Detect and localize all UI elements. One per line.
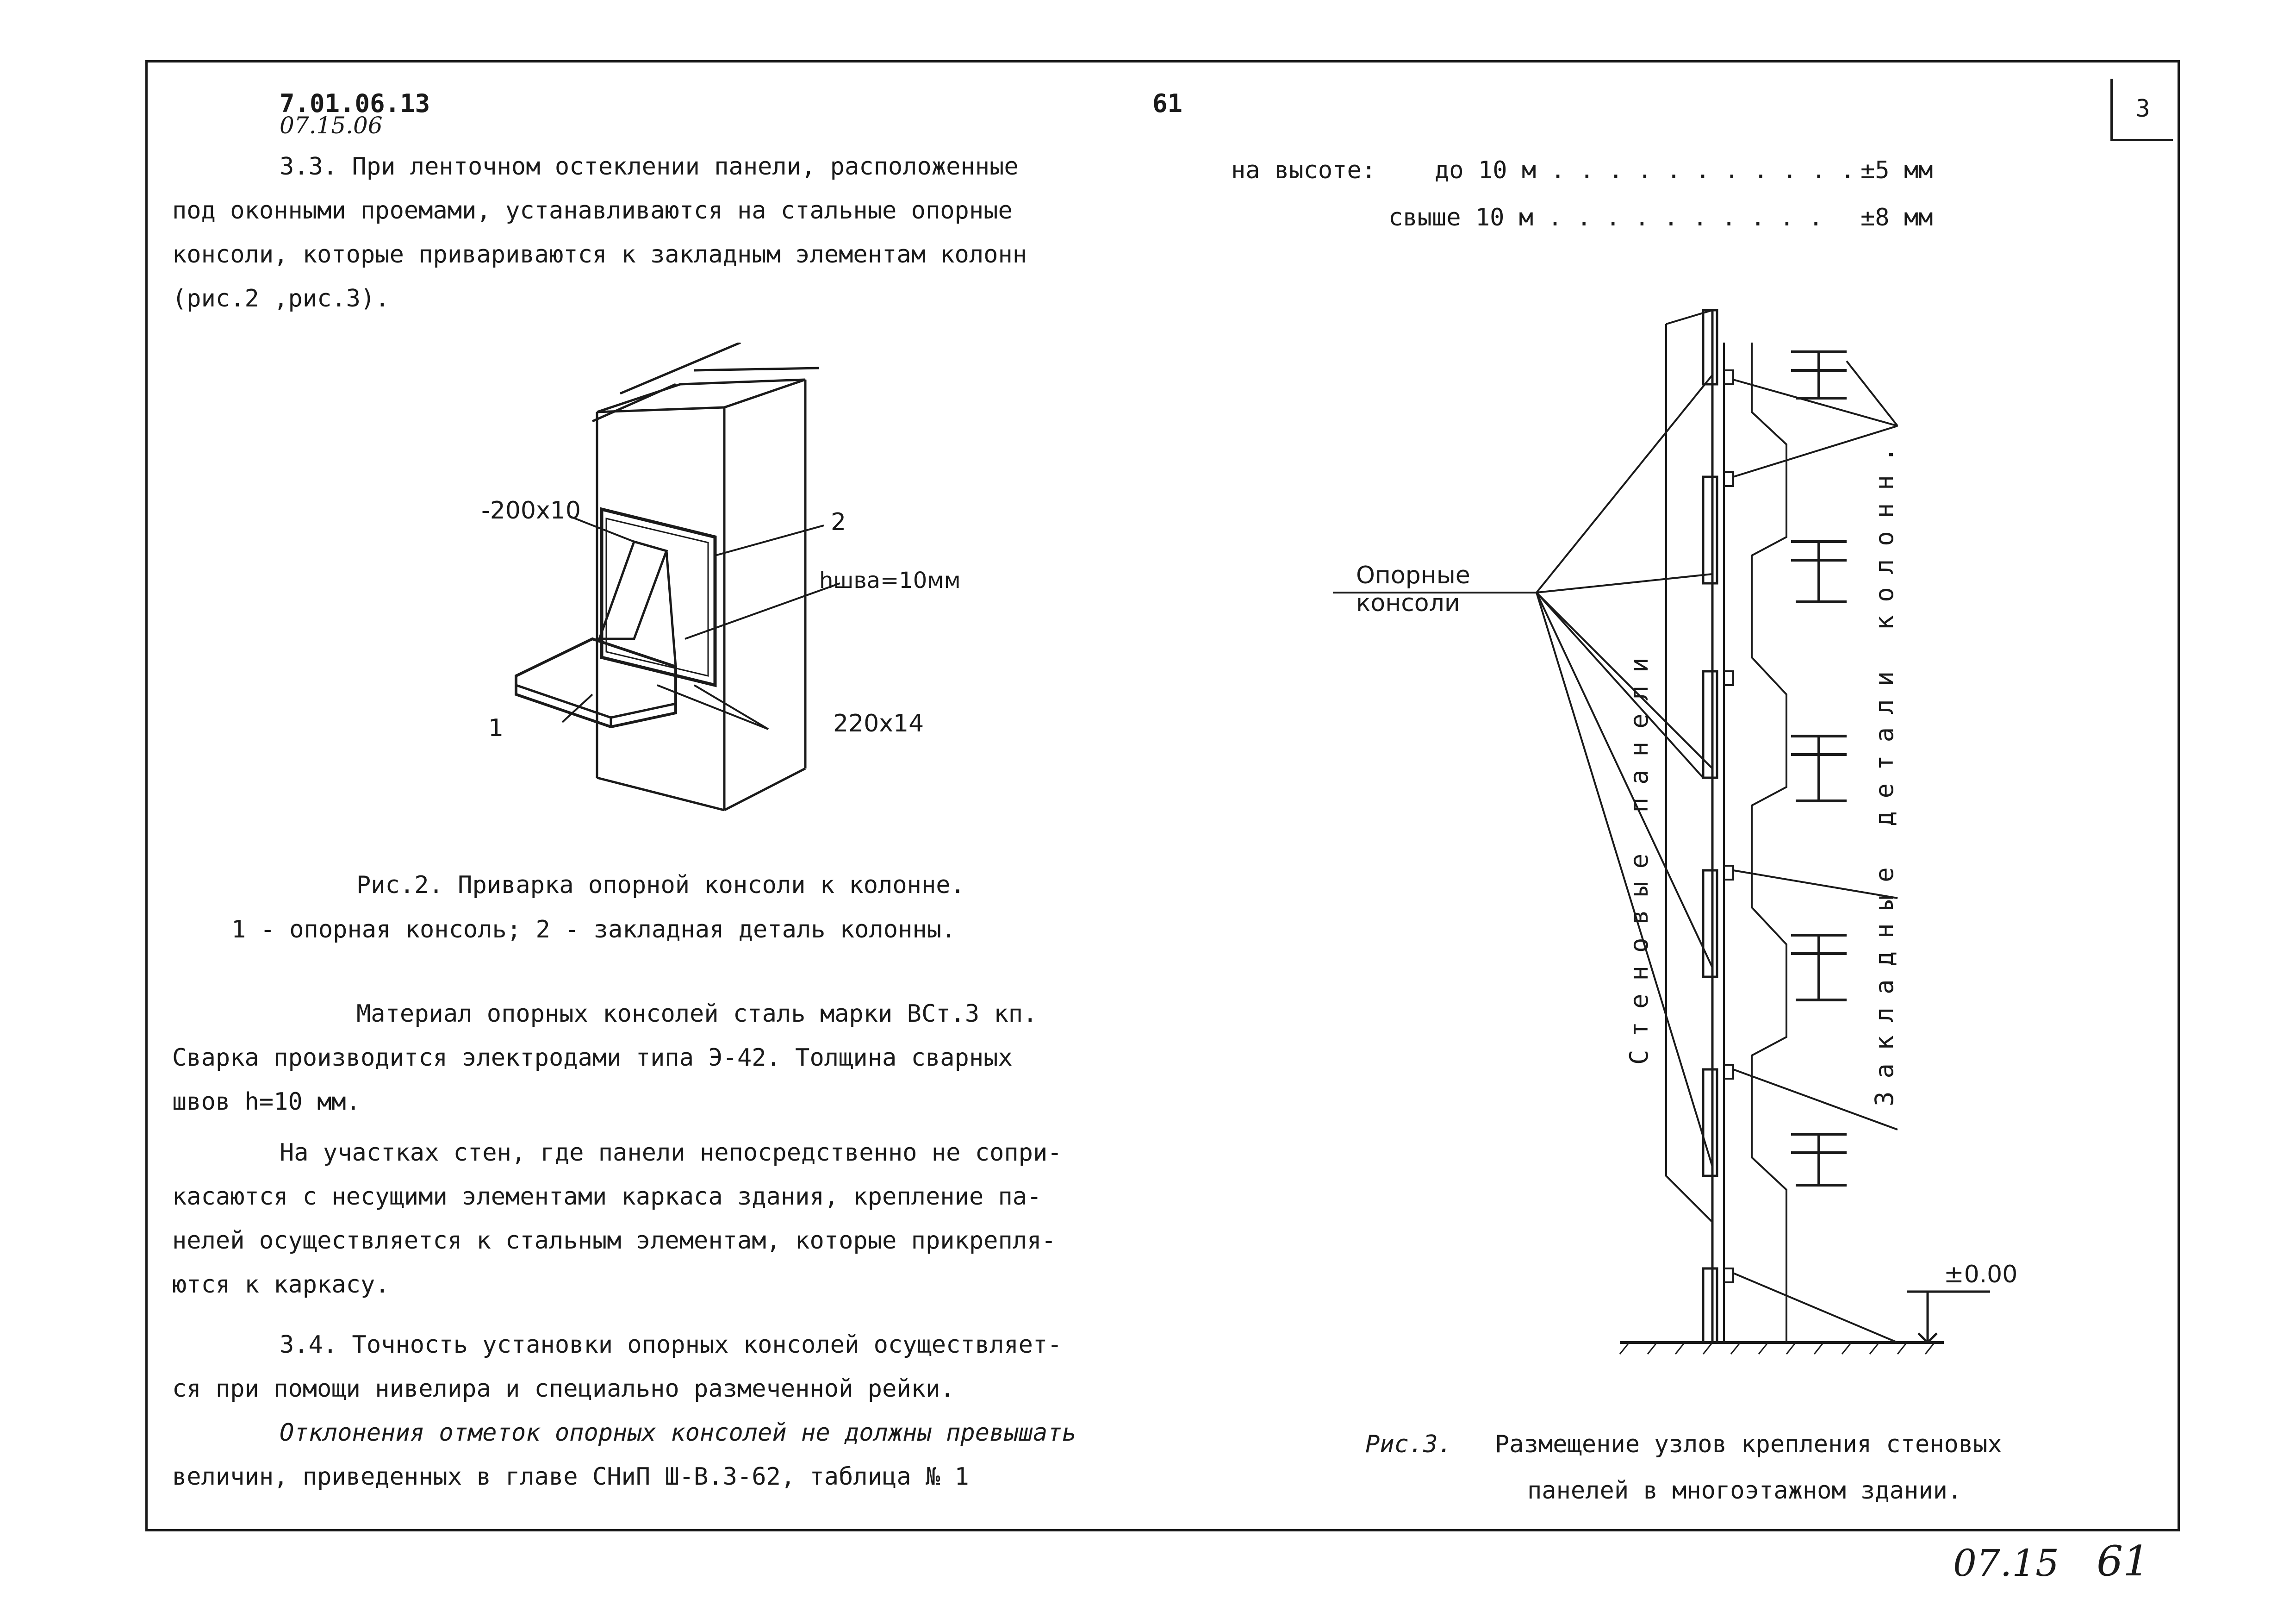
sheet-number: 3	[2110, 79, 2173, 141]
tolerance-row2-value: ±8 мм	[1860, 204, 1933, 231]
text-line: ются к каркасу.	[172, 1271, 390, 1299]
tolerance-height-label: на высоте:	[1231, 156, 1376, 184]
fig2-label-plate: -200x10	[481, 497, 581, 525]
tolerance-row1-value: ±5 мм	[1860, 156, 1933, 184]
tolerance-row1-range: до 10 м . . . . . . . . . . .	[1435, 156, 1855, 184]
fig2-label-1: 1	[488, 714, 504, 742]
fig3-label-level: ±0.00	[1944, 1261, 2017, 1288]
text-line: под оконными проемами, устанавливаются н…	[172, 197, 1013, 225]
fig3-caption-prefix: Рис.3.	[1365, 1430, 1452, 1458]
text-line: На участках стен, где панели непосредств…	[280, 1139, 1062, 1167]
text-line: швов h=10 мм.	[172, 1088, 361, 1116]
page-marker: 61	[1152, 89, 1183, 118]
text-line: Сварка производится электродами типа Э-4…	[172, 1044, 1013, 1072]
text-line: нелей осуществляется к стальным элемента…	[172, 1227, 1056, 1255]
text-line: величин, приведенных в главе СНиП Ш-В.3-…	[172, 1463, 969, 1491]
text-line: 3.4. Точность установки опорных консолей…	[280, 1331, 1062, 1359]
fig3-label-consoles-2: консоли	[1356, 589, 1460, 617]
fig3-caption-line2: панелей в многоэтажном здании.	[1527, 1477, 1962, 1505]
fig2-label-2: 2	[831, 508, 846, 536]
fig3-label-wall-panels: Стеновые панели	[1624, 644, 1654, 1065]
text-line: касаются с несущими элементами каркаса з…	[172, 1183, 1042, 1211]
text-line: консоли, которые привариваются к закладн…	[172, 241, 1027, 269]
fig2-label-shelf: 220x14	[833, 710, 924, 737]
footer-handwritten-code: 07.15	[1953, 1542, 2060, 1585]
tolerance-row2-range: свыше 10 м . . . . . . . . . .	[1388, 204, 1823, 231]
text-line: Отклонения отметок опорных консолей не д…	[280, 1419, 1076, 1447]
doc-code: 7.01.06.13	[280, 89, 430, 118]
text-line: Материал опорных консолей сталь марки ВС…	[356, 1000, 1038, 1028]
fig3-label-embedded-parts: Закладные детали колонн.	[1870, 434, 1899, 1106]
footer-handwritten-page: 61	[2097, 1537, 2150, 1586]
fig3-caption-line1: Размещение узлов крепления стеновых	[1495, 1430, 2002, 1458]
text-line: 3.3. При ленточном остеклении панели, ра…	[280, 153, 1019, 181]
fig2-caption-title: Рис.2. Приварка опорной консоли к колонн…	[356, 871, 965, 899]
text-line: ся при помощи нивелира и специально разм…	[172, 1375, 955, 1403]
page-frame	[145, 60, 2180, 1531]
text-line: (рис.2 ,рис.3).	[172, 285, 390, 312]
figure-3-building-section: Опорные консоли ±0.00	[1333, 309, 2017, 1355]
figure-2-console-drawing: -200x10 2 hшва=10мм 1 220x14	[481, 343, 961, 812]
doc-code-handwritten: 07.15.06	[280, 112, 383, 139]
fig2-label-weld: hшва=10мм	[819, 568, 961, 593]
fig3-label-consoles-1: Опорные	[1356, 562, 1470, 589]
fig2-caption-legend: 1 - опорная консоль; 2 - закладная детал…	[231, 916, 956, 943]
